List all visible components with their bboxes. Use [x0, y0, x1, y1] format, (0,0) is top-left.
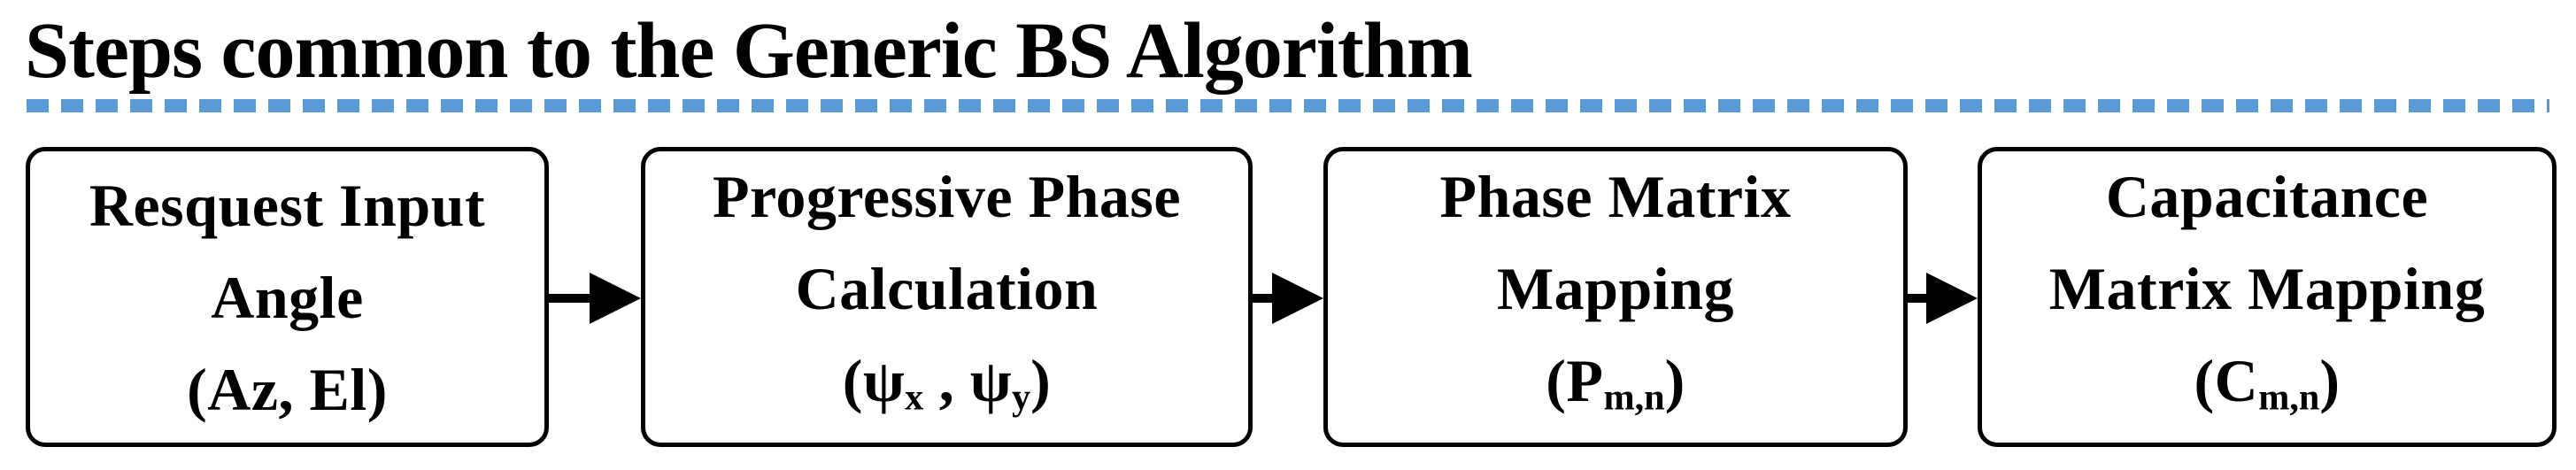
arrow-shaft — [1908, 294, 1933, 303]
symbol-text: ) — [1664, 346, 1685, 414]
step-label-line1: Phase Matrix — [1439, 162, 1792, 230]
symbol-text: (C — [2194, 346, 2259, 414]
step-box-capacitance-matrix-mapping: Capacitance Matrix Mapping (Cm,n) — [1978, 147, 2557, 447]
step-label-line1: Capacitance — [2105, 162, 2429, 230]
step-label-line2: Matrix Mapping — [2048, 254, 2486, 322]
title-dashed-underline — [27, 99, 2549, 112]
step-label-line2: Calculation — [795, 254, 1099, 322]
arrow-shaft — [549, 294, 597, 303]
step-label-line2: Mapping — [1496, 254, 1735, 322]
step-symbol-line: (Cm,n) — [2194, 335, 2340, 443]
arrow-head-icon — [1926, 273, 1978, 324]
arrow-head-icon — [590, 273, 641, 324]
symbol-text: , ψ — [923, 346, 1013, 414]
flow-arrow-2 — [1253, 273, 1323, 324]
symbol-subscript: m,n — [2258, 376, 2320, 419]
symbol-text: (P — [1546, 346, 1604, 414]
flow-arrow-1 — [549, 273, 641, 324]
symbol-text: ) — [1030, 346, 1052, 414]
step-label-line1: Resquest Input — [89, 171, 486, 239]
step-label-line2: Angle — [211, 263, 364, 331]
flow-arrow-3 — [1908, 273, 1978, 324]
step-symbol-line: (Pm,n) — [1546, 335, 1685, 443]
symbol-text: (ψ — [842, 346, 906, 414]
step-box-phase-matrix-mapping: Phase Matrix Mapping (Pm,n) — [1323, 147, 1908, 447]
symbol-text: ) — [2319, 346, 2341, 414]
step-symbol-line: (ψx , ψy) — [843, 335, 1052, 443]
figure-title: Steps common to the Generic BS Algorithm — [25, 7, 1473, 95]
arrow-head-icon — [1272, 273, 1323, 324]
symbol-subscript: y — [1012, 376, 1031, 419]
symbol-text: (Az, El) — [187, 355, 388, 423]
step-box-request-input-angle: Resquest Input Angle (Az, El) — [26, 147, 549, 447]
arrow-shaft — [1253, 294, 1279, 303]
step-symbol-line: (Az, El) — [187, 343, 388, 435]
step-box-progressive-phase-calculation: Progressive Phase Calculation (ψx , ψy) — [641, 147, 1253, 447]
step-label-line1: Progressive Phase — [712, 162, 1182, 230]
symbol-subscript: m,n — [1603, 376, 1665, 419]
symbol-subscript: x — [905, 376, 924, 419]
